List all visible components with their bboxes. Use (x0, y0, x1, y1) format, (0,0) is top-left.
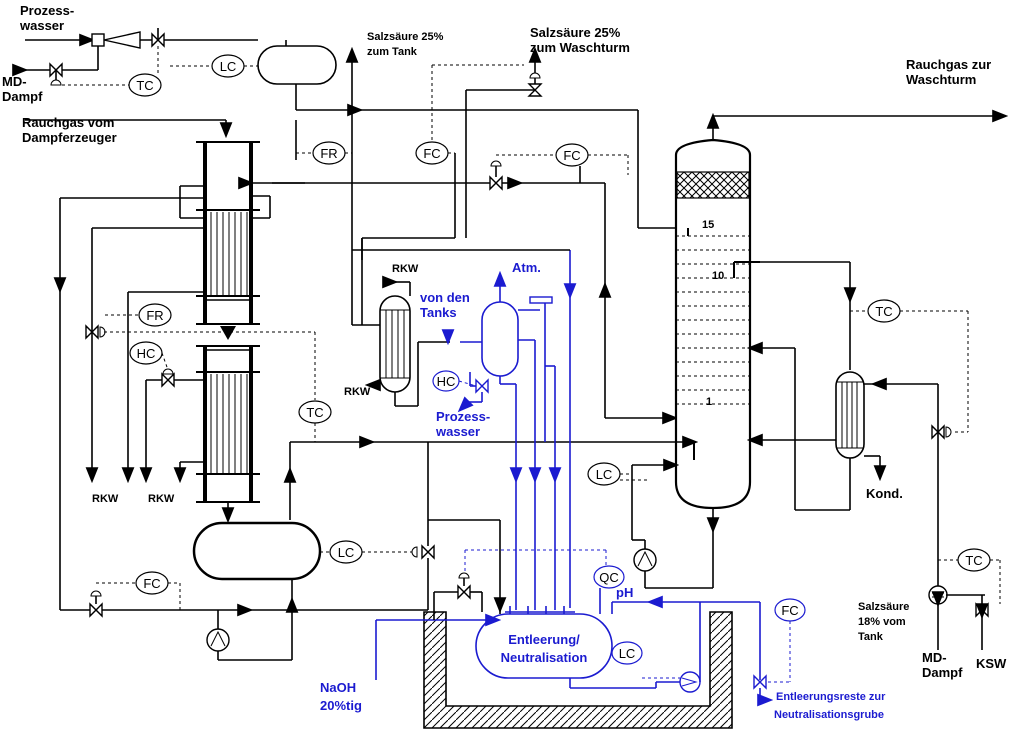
stripper-condenser (364, 275, 450, 407)
qc-instrument: QC pH (464, 549, 633, 614)
flue-gas-top-line (360, 109, 1009, 235)
lower-quench-column (196, 345, 260, 524)
md-dampf-right-2: Dampf (922, 665, 963, 680)
tray-1-label: 1 (706, 396, 712, 408)
hc-left-label: HC (137, 346, 156, 361)
salzsaeure-wasch-2: zum Waschturm (530, 40, 630, 55)
top-drum: LC (170, 40, 364, 117)
lower-tube-bundle (210, 374, 248, 474)
rauchgas-in-2: Dampferzeuger (22, 130, 117, 145)
fc-blue-label: FC (781, 603, 798, 618)
hc-left-instrument: HC (129, 341, 175, 388)
qc-label: QC (599, 570, 619, 585)
hcl-wash-actuator (529, 72, 541, 79)
salzsaeure-tank-1: Salzsäure 25% (367, 31, 444, 43)
fc-bottom-label: FC (143, 576, 160, 591)
hcl-wash-valve (527, 83, 543, 97)
entleerung-label-1: Entleerung/ (508, 632, 580, 647)
prozesswasser-top-2: wasser (19, 18, 64, 33)
ksw-label: KSW (976, 656, 1007, 671)
rkw-mid: RKW (344, 386, 371, 398)
rkw-bottom-1: RKW (92, 493, 119, 505)
hc-blue-instrument: HC (432, 370, 477, 392)
text-labels: Prozess- wasser MD- Dampf Rauchgas vom D… (2, 3, 1007, 721)
entleerungsreste-2: Neutralisationsgrube (774, 709, 884, 721)
fc-mid-instrument: FC (415, 64, 524, 165)
neutralisation-feed-lines (499, 480, 575, 616)
lc-center-label: LC (596, 467, 613, 482)
naoh-inlet (375, 572, 502, 680)
column-feed-line (283, 435, 699, 520)
fc-mid-label: FC (423, 146, 440, 161)
md-dampf-left-1: MD- (2, 74, 27, 89)
salzsaeure-wasch-1: Salzsäure 25% (530, 25, 621, 40)
tc-right-instrument: TC (850, 299, 969, 433)
salzsaeure-18-3: Tank (858, 631, 884, 643)
rkw-bottom-2: RKW (148, 493, 175, 505)
tc-top-label: TC (136, 78, 153, 93)
rauchgas-out-2: Waschturm (906, 72, 976, 87)
rauchgas-in-1: Rauchgas vom (22, 115, 114, 130)
tc-mid-label: TC (306, 405, 323, 420)
ph-label: pH (616, 585, 633, 600)
column-bottom-outlet (631, 458, 720, 589)
entleerungsreste-1: Entleerungsreste zur (776, 691, 886, 703)
salzsaeure-18-1: Salzsäure (858, 601, 909, 613)
recycle-line: FC (272, 143, 679, 425)
naoh-label-2: 20%tig (320, 698, 362, 713)
fr-lower-label: FR (146, 308, 163, 323)
upper-tube-bundle (210, 212, 248, 296)
rauchgas-out-1: Rauchgas zur (906, 57, 991, 72)
tray-15-label: 15 (702, 219, 714, 231)
fc-right-label: FC (563, 148, 580, 163)
tc-mid-instrument: TC (298, 400, 332, 442)
lc-vessel-label: LC (338, 545, 355, 560)
blue-separator (441, 250, 577, 608)
tray-10-label: 10 (712, 270, 724, 282)
right-steam-line: TC (928, 384, 1001, 650)
lc-center-instrument: LC (587, 462, 650, 486)
lc-top-label: LC (220, 59, 237, 74)
tc-top-instrument: TC (62, 46, 162, 97)
von-den-tanks-2: Tanks (420, 305, 457, 320)
fr-left-instrument: FR (296, 141, 352, 165)
horizontal-vessel: LC (192, 442, 507, 640)
absorption-column: 15 10 1 (674, 138, 760, 510)
fr-left-label: FR (320, 146, 337, 161)
md-dampf-left-2: Dampf (2, 89, 43, 104)
kond-label: Kond. (866, 486, 903, 501)
tc-right-label: TC (875, 304, 892, 319)
lc-neutral-label: LC (619, 646, 636, 661)
tc-right-low-label: TC (965, 553, 982, 568)
entleerung-label-2: Neutralisation (501, 650, 588, 665)
salzsaeure-tank-2: zum Tank (367, 46, 418, 58)
hcl-to-tank-line (345, 46, 456, 326)
salzsaeure-18-2: 18% vom (858, 616, 906, 628)
rkw-top: RKW (392, 263, 419, 275)
neutralisation-pit: Entleerung/ Neutralisation LC (423, 595, 774, 729)
naoh-label-1: NaOH (320, 680, 356, 695)
fr-lower-instrument: FR (105, 303, 172, 327)
bottom-pump: FC (89, 571, 293, 661)
fc-blue-instrument: FC (768, 598, 806, 683)
hc-blue-label: HC (437, 374, 456, 389)
atm-label: Atm. (512, 260, 541, 275)
right-reboiler (746, 261, 938, 511)
prozesswasser-mid-2: wasser (435, 424, 480, 439)
prozesswasser-mid-1: Prozess- (436, 409, 490, 424)
md-dampf-right-1: MD- (922, 650, 947, 665)
process-water-inlet (12, 28, 258, 86)
von-den-tanks-1: von den (420, 290, 470, 305)
prozesswasser-top-1: Prozess- (20, 3, 74, 18)
upper-quench-column (25, 119, 260, 340)
